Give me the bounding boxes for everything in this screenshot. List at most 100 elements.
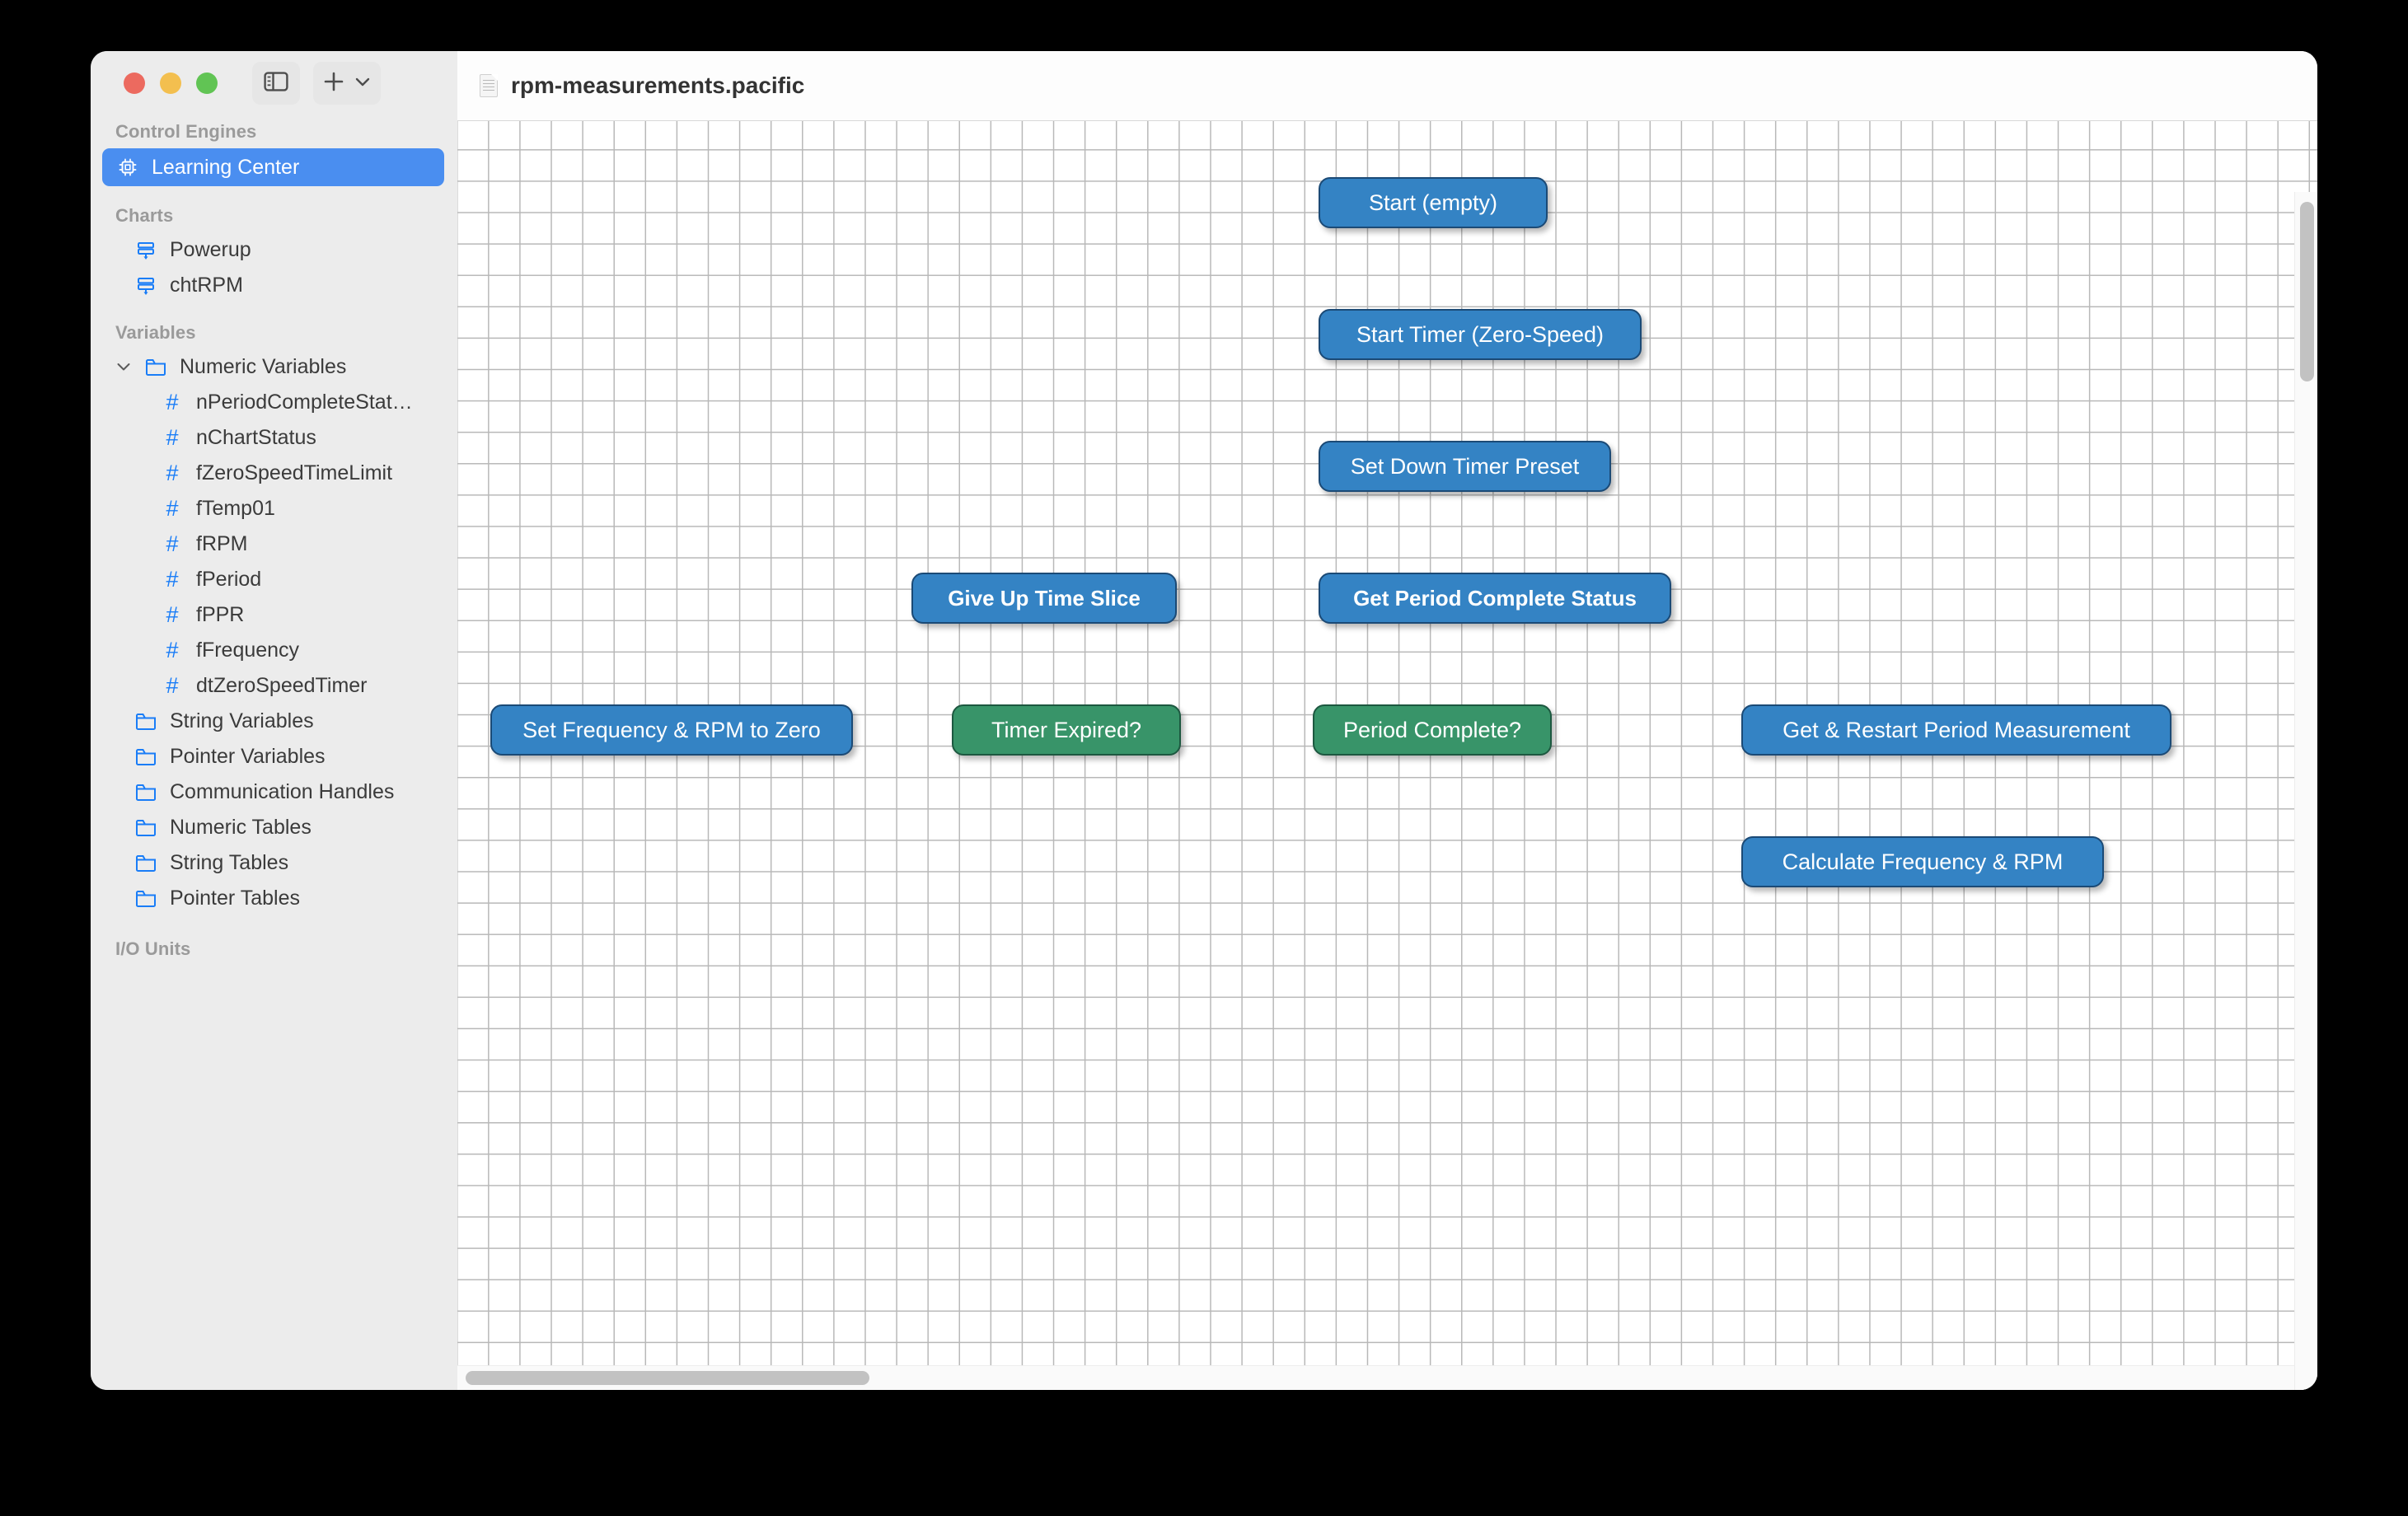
hash-icon: # — [166, 673, 179, 698]
sidebar-item-pointer-tables[interactable]: Pointer Tables — [91, 881, 457, 916]
hash-icon: # — [166, 461, 179, 485]
folder-icon — [134, 890, 158, 908]
sidebar-item-fperiod[interactable]: # fPeriod — [91, 562, 457, 597]
minimize-button[interactable] — [160, 73, 181, 94]
window-titlebar — [91, 51, 457, 115]
hash-icon: # — [166, 638, 179, 662]
sidebar-item-communication-handles[interactable]: Communication Handles — [91, 774, 457, 810]
sidebar-item-label: chtRPM — [170, 274, 243, 297]
flowchart-block[interactable]: Calculate Frequency & RPM — [1741, 836, 2104, 887]
hash-icon: # — [166, 567, 179, 592]
flowchart-block[interactable]: Timer Expired? — [952, 704, 1181, 756]
flowchart-block-label: Period Complete? — [1342, 717, 1522, 742]
sidebar-item-label: dtZeroSpeedTimer — [196, 674, 368, 697]
folder-icon — [134, 854, 158, 873]
sidebar-toggle-icon — [264, 71, 288, 96]
hash-icon: # — [166, 496, 179, 521]
sidebar: Control Engines Learning Center Charts — [91, 51, 457, 1390]
hash-icon: # — [166, 531, 179, 556]
flowchart-block[interactable]: Get & Restart Period Measurement — [1741, 704, 2171, 756]
flowchart-block-label: Set Down Timer Preset — [1350, 453, 1580, 479]
app-window: Control Engines Learning Center Charts — [91, 51, 2317, 1390]
flowchart-block-label: Timer Expired? — [991, 717, 1142, 742]
chart-icon — [134, 275, 158, 297]
flowchart-block[interactable]: Set Frequency & RPM to Zero — [490, 704, 853, 756]
folder-icon — [134, 784, 158, 802]
flowchart-block[interactable]: Get Period Complete Status — [1319, 573, 1671, 624]
sidebar-item-numeric-variables[interactable]: Numeric Variables — [91, 349, 457, 385]
sidebar-item-label: fPeriod — [196, 568, 262, 591]
folder-icon — [143, 358, 168, 377]
traffic-light-group — [124, 73, 218, 94]
sidebar-item-string-tables[interactable]: String Tables — [91, 845, 457, 881]
sidebar-item-dtzerospeedtimer[interactable]: # dtZeroSpeedTimer — [91, 668, 457, 704]
flowchart-block[interactable]: Period Complete? — [1313, 704, 1552, 756]
sidebar-item-label: fTemp01 — [196, 497, 275, 520]
vertical-scrollbar-thumb[interactable] — [2300, 202, 2314, 381]
sidebar-item-label: fZeroSpeedTimeLimit — [196, 461, 393, 484]
flowchart-block-label: Get Period Complete Status — [1353, 585, 1637, 611]
sidebar-toggle-button[interactable] — [252, 62, 300, 105]
sidebar-item-label: fPPR — [196, 603, 245, 626]
sidebar-section-header-control-engines: Control Engines — [115, 121, 257, 142]
add-button[interactable] — [313, 62, 381, 105]
vertical-scrollbar[interactable] — [2294, 192, 2317, 1390]
horizontal-scrollbar-thumb[interactable] — [466, 1371, 869, 1385]
sidebar-item-fppr[interactable]: # fPPR — [91, 597, 457, 633]
sidebar-item-label: fFrequency — [196, 639, 300, 662]
sidebar-item-label: Numeric Tables — [170, 816, 312, 839]
sidebar-item-nperiodcompletestatus[interactable]: # nPeriodCompleteStat… — [91, 385, 457, 420]
sidebar-item-label: Powerup — [170, 238, 251, 261]
sidebar-item-numeric-tables[interactable]: Numeric Tables — [91, 810, 457, 845]
flowchart-block-label: Give Up Time Slice — [948, 585, 1141, 611]
sidebar-item-powerup[interactable]: Powerup — [91, 232, 457, 268]
sidebar-item-label: String Variables — [170, 709, 314, 732]
flowchart-block[interactable]: Start Timer (Zero-Speed) — [1319, 309, 1642, 360]
plus-icon — [323, 71, 344, 96]
flowchart-block[interactable]: Start (empty) — [1319, 177, 1548, 228]
sidebar-item-label: fRPM — [196, 532, 248, 555]
sidebar-item-label: Pointer Variables — [170, 745, 326, 768]
sidebar-item-chtrpm[interactable]: chtRPM — [91, 268, 457, 303]
flowchart-block-label: Get & Restart Period Measurement — [1783, 717, 2130, 742]
sidebar-item-frpm[interactable]: # fRPM — [91, 526, 457, 562]
sidebar-item-fzerospeedtimelimit[interactable]: # fZeroSpeedTimeLimit — [91, 456, 457, 491]
chart-icon — [134, 240, 158, 261]
flowchart-block-label: Start (empty) — [1368, 190, 1498, 215]
sidebar-item-pointer-variables[interactable]: Pointer Variables — [91, 739, 457, 774]
chevron-down-icon[interactable] — [115, 358, 132, 377]
sidebar-item-label: Pointer Tables — [170, 887, 300, 910]
flowchart-block[interactable]: Set Down Timer Preset — [1319, 441, 1611, 492]
flowchart-block-label: Set Frequency & RPM to Zero — [522, 717, 821, 742]
sidebar-item-ffrequency[interactable]: # fFrequency — [91, 633, 457, 668]
sidebar-item-nchartstatus[interactable]: # nChartStatus — [91, 420, 457, 456]
page-title: rpm-measurements.pacific — [511, 73, 805, 98]
close-button[interactable] — [124, 73, 145, 94]
flowchart-canvas[interactable]: Start (empty) Start Timer (Zero-Speed) Set… — [457, 121, 2317, 1390]
sidebar-item-string-variables[interactable]: String Variables — [91, 704, 457, 739]
sidebar-section-header-variables: Variables — [115, 322, 196, 343]
sidebar-item-label: Learning Center — [152, 155, 300, 179]
hash-icon: # — [166, 390, 179, 414]
chevron-down-icon[interactable] — [354, 76, 371, 91]
sidebar-item-label: Communication Handles — [170, 780, 395, 803]
document-icon — [480, 74, 498, 97]
folder-icon — [134, 748, 158, 766]
flowchart-block-label: Calculate Frequency & RPM — [1782, 849, 2064, 874]
zoom-button[interactable] — [196, 73, 218, 94]
sidebar-item-label: Numeric Variables — [180, 355, 347, 378]
flowchart-block[interactable]: Give Up Time Slice — [911, 573, 1177, 624]
sidebar-item-label: nChartStatus — [196, 426, 316, 449]
sidebar-item-label: String Tables — [170, 851, 289, 874]
sidebar-item-label: nPeriodCompleteStat… — [196, 391, 413, 414]
folder-icon — [134, 713, 158, 731]
sidebar-item-ftemp01[interactable]: # fTemp01 — [91, 491, 457, 526]
document-header: rpm-measurements.pacific — [457, 51, 2317, 121]
flowchart-block-label: Start Timer (Zero-Speed) — [1356, 321, 1605, 347]
folder-icon — [134, 819, 158, 837]
horizontal-scrollbar[interactable] — [457, 1365, 2294, 1390]
sidebar-section-header-charts: Charts — [115, 205, 174, 226]
sidebar-section-header-io-units: I/O Units — [115, 938, 191, 959]
sidebar-item-learning-center[interactable]: Learning Center — [102, 148, 444, 186]
content-pane: rpm-measurements.pacific Start (empty)St… — [457, 51, 2317, 1390]
